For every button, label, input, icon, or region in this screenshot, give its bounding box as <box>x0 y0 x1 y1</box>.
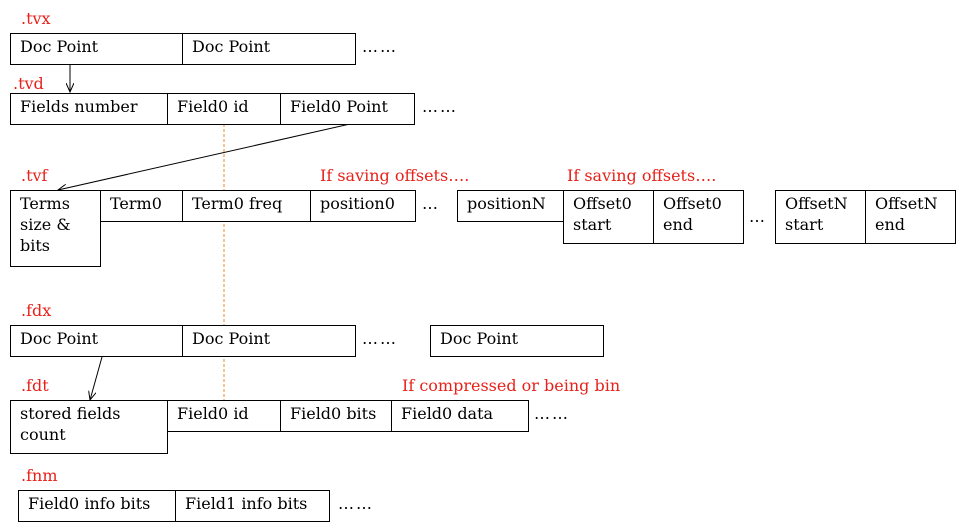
tvf-offset0-end-cell: Offset0 end <box>653 190 744 244</box>
tvf-term-cell: Term0 <box>100 190 183 222</box>
tvf-positions-ellipsis: … <box>422 194 440 213</box>
tvx-ellipsis: …… <box>362 37 398 56</box>
tvx-doc-point-cell: Doc Point <box>10 33 183 65</box>
tvf-offsetN-start-cell: OffsetN start <box>775 190 866 244</box>
tvf-file-label: .tvf <box>21 166 48 185</box>
arrow-fdx-to-fdt <box>90 356 103 400</box>
fdx-doc-point-cell: Doc Point <box>182 325 356 357</box>
fdt-field-data-cell: Field0 data <box>391 400 529 432</box>
arrow-field-point-to-tvf <box>58 123 351 190</box>
tvx-doc-point-cell: Doc Point <box>182 33 356 65</box>
tvd-file-label: .tvd <box>13 74 44 93</box>
fdt-field-bits-cell: Field0 bits <box>280 400 392 432</box>
fnm-file-label: .fnm <box>21 466 58 485</box>
tvd-field-id-cell: Field0 id <box>167 93 281 125</box>
tvd-field-point-cell: Field0 Point <box>280 93 415 125</box>
tvf-term-freq-cell: Term0 freq <box>182 190 311 222</box>
tvf-offset0-start-cell: Offset0 start <box>563 190 654 244</box>
tvd-fields-number-cell: Fields number <box>10 93 168 125</box>
fdt-ellipsis: …… <box>534 404 570 423</box>
tvf-offsetN-end-cell: OffsetN end <box>865 190 956 244</box>
fdt-file-label: .fdt <box>21 376 49 395</box>
fdx-doc-point-cell: Doc Point <box>10 325 183 357</box>
fdt-compressed-note: If compressed or being bin <box>402 376 621 395</box>
fdx-last-doc-point-cell: Doc Point <box>430 325 604 357</box>
tvx-file-label: .tvx <box>21 9 51 28</box>
fdx-file-label: .fdx <box>21 301 52 320</box>
fdt-stored-fields-count-cell: stored fields count <box>10 400 168 454</box>
tvf-positions-note: If saving offsets…. <box>320 166 470 185</box>
fnm-field1-info-cell: Field1 info bits <box>175 490 330 522</box>
fdx-ellipsis: …… <box>362 329 398 348</box>
tvf-position0-cell: position0 <box>310 190 416 222</box>
tvf-offsets-note: If saving offsets…. <box>567 166 717 185</box>
fnm-field0-info-cell: Field0 info bits <box>18 490 176 522</box>
tvf-terms-size-cell: Terms size & bits <box>10 190 101 267</box>
tvf-offsets-ellipsis: … <box>749 207 767 226</box>
fnm-ellipsis: …… <box>338 494 374 513</box>
tvf-positionN-cell: positionN <box>457 190 564 222</box>
tvd-ellipsis: …… <box>422 97 458 116</box>
fdt-field-id-cell: Field0 id <box>167 400 281 432</box>
